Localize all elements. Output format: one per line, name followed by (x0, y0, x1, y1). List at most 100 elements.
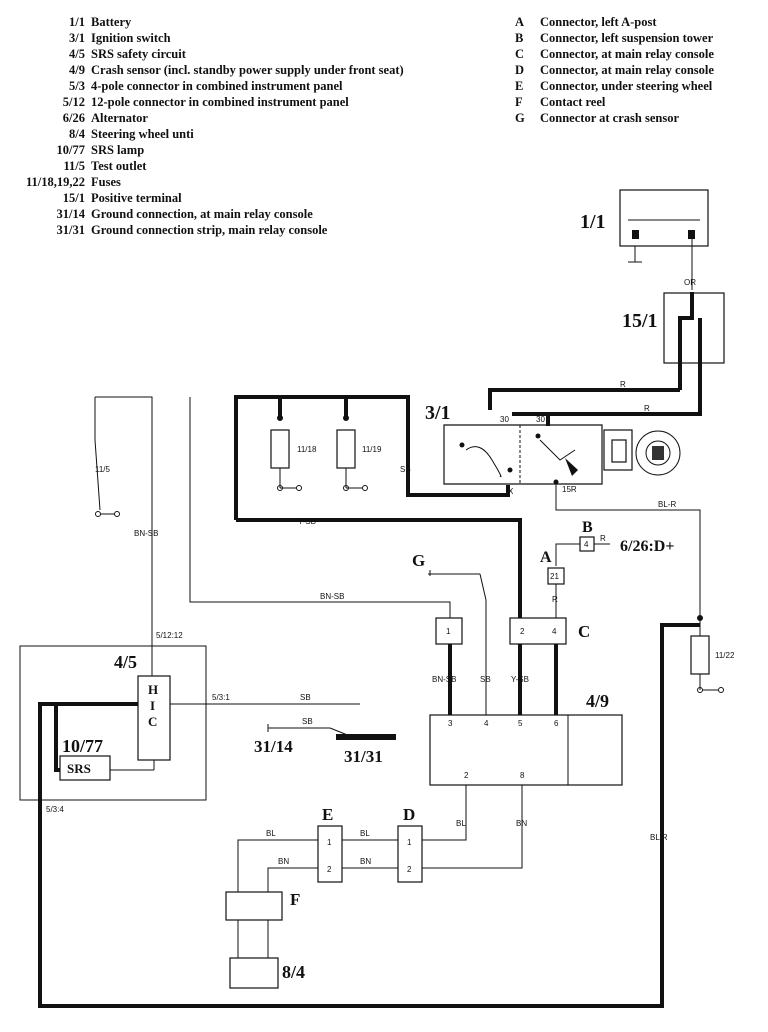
legend-left-row: 4/9 Crash sensor (incl. standby power sup… (69, 63, 404, 77)
svg-text:SRS lamp: SRS lamp (91, 143, 144, 157)
wire (555, 543, 580, 566)
svg-text:Connector, at main relay conso: Connector, at main relay console (540, 47, 714, 61)
contact-reel (225, 891, 283, 958)
svg-text:4/5: 4/5 (69, 47, 85, 61)
ignition-switch-label: 3/1 (425, 402, 451, 424)
pin-label: 5/12:12 (156, 631, 183, 640)
svg-text:31/31: 31/31 (57, 223, 85, 237)
svg-text:31/14: 31/14 (57, 207, 86, 221)
ground-strip (336, 734, 396, 740)
svg-text:Contact reel: Contact reel (540, 95, 606, 109)
svg-text:Crash sensor (incl. standby po: Crash sensor (incl. standby power supply… (91, 63, 404, 77)
ignition-switch (443, 424, 681, 485)
svg-text:Battery: Battery (91, 15, 132, 29)
hic-letter: C (148, 714, 157, 729)
svg-text:Ignition switch: Ignition switch (91, 31, 171, 45)
legend-left-row: 4/5 SRS safety circuit (69, 47, 187, 61)
svg-text:F: F (515, 95, 523, 109)
connector-e (317, 825, 343, 883)
wire-sb (406, 472, 510, 497)
pin-label: 5/3:1 (212, 693, 230, 702)
svg-text:11/18,19,22: 11/18,19,22 (26, 175, 85, 189)
svg-text:Alternator: Alternator (91, 111, 148, 125)
svg-text:Ground connection, at main rel: Ground connection, at main relay console (91, 207, 313, 221)
connector-b-label: B (582, 519, 593, 536)
pin-label: 2 (520, 627, 525, 636)
svg-text:4/9: 4/9 (69, 63, 85, 77)
svg-text:12-pole connector in combined: 12-pole connector in combined instrument… (91, 95, 349, 109)
svg-text:21: 21 (550, 572, 559, 581)
wire-bl (237, 839, 318, 892)
svg-text:Connector, under steering whee: Connector, under steering wheel (540, 79, 713, 93)
svg-text:8/4: 8/4 (69, 127, 86, 141)
wire (54, 704, 60, 772)
srs-safety-circuit (19, 640, 360, 801)
wire-label: BL (266, 829, 276, 838)
pin-label: 4 (484, 719, 489, 728)
wire-label: SB (400, 465, 411, 474)
wire-bl-r (555, 484, 701, 625)
svg-text:A: A (515, 15, 524, 29)
crash-sensor-label: 4/9 (586, 691, 609, 711)
fuse-label: 11/18 (297, 445, 317, 454)
wire-label: BN (278, 857, 289, 866)
svg-text:11/5: 11/5 (63, 159, 85, 173)
pin-label: 15R (562, 485, 577, 494)
wire-label: BL-R (658, 500, 676, 509)
svg-text:E: E (515, 79, 523, 93)
svg-text:5/12: 5/12 (63, 95, 85, 109)
fuse-11-22 (690, 625, 724, 693)
hic-letter: I (150, 698, 155, 713)
wire-label: BL R (650, 833, 668, 842)
pin-label: 5 (518, 719, 523, 728)
pin-label: 2 (327, 865, 332, 874)
wire-label: R (620, 380, 626, 389)
srs-lamp-label: 10/77 (62, 736, 103, 756)
wire-label: BL (360, 829, 370, 838)
svg-text:SRS safety circuit: SRS safety circuit (91, 47, 187, 61)
wire-bn (267, 867, 318, 892)
fuse-label: 11/19 (362, 445, 382, 454)
srs-lamp-text: SRS (67, 761, 91, 776)
pin-label: 30 (500, 415, 509, 424)
wire-label: SB (302, 717, 313, 726)
svg-text:1/1: 1/1 (69, 15, 85, 29)
wire-r (512, 412, 550, 426)
legend-right-row: F Contact reel (515, 95, 606, 109)
svg-text:4: 4 (584, 540, 589, 549)
wire-y-sb (236, 518, 522, 620)
svg-text:G: G (515, 111, 525, 125)
legend-left-row: 8/4 Steering wheel unti (69, 127, 194, 141)
svg-text:5/3: 5/3 (69, 79, 85, 93)
pin-label: X (508, 487, 514, 496)
contact-reel-label: F (290, 890, 300, 909)
alternator-ref-label: 6/26:D+ (620, 538, 674, 555)
battery-label: 1/1 (580, 211, 606, 233)
wire-bn-sb (189, 397, 451, 618)
crash-sensor (429, 714, 623, 786)
ground-31-31-label: 31/31 (344, 747, 383, 766)
fuse-11-18 (270, 429, 302, 491)
pin-label: 1 (327, 838, 332, 847)
wire-label: Y-SB (511, 675, 529, 684)
svg-text:Steering wheel unti: Steering wheel unti (91, 127, 194, 141)
srs-lamp (59, 755, 111, 781)
test-outlet (94, 396, 153, 540)
wire-label: R (644, 404, 650, 413)
positive-terminal (512, 292, 725, 416)
pin-label: 2 (464, 771, 469, 780)
steering-wheel-unit (229, 957, 279, 989)
wire-label: Y-SB (298, 517, 316, 526)
svg-text:Connector, left suspension tow: Connector, left suspension tower (540, 31, 714, 45)
pin-label: 30 (536, 415, 545, 424)
